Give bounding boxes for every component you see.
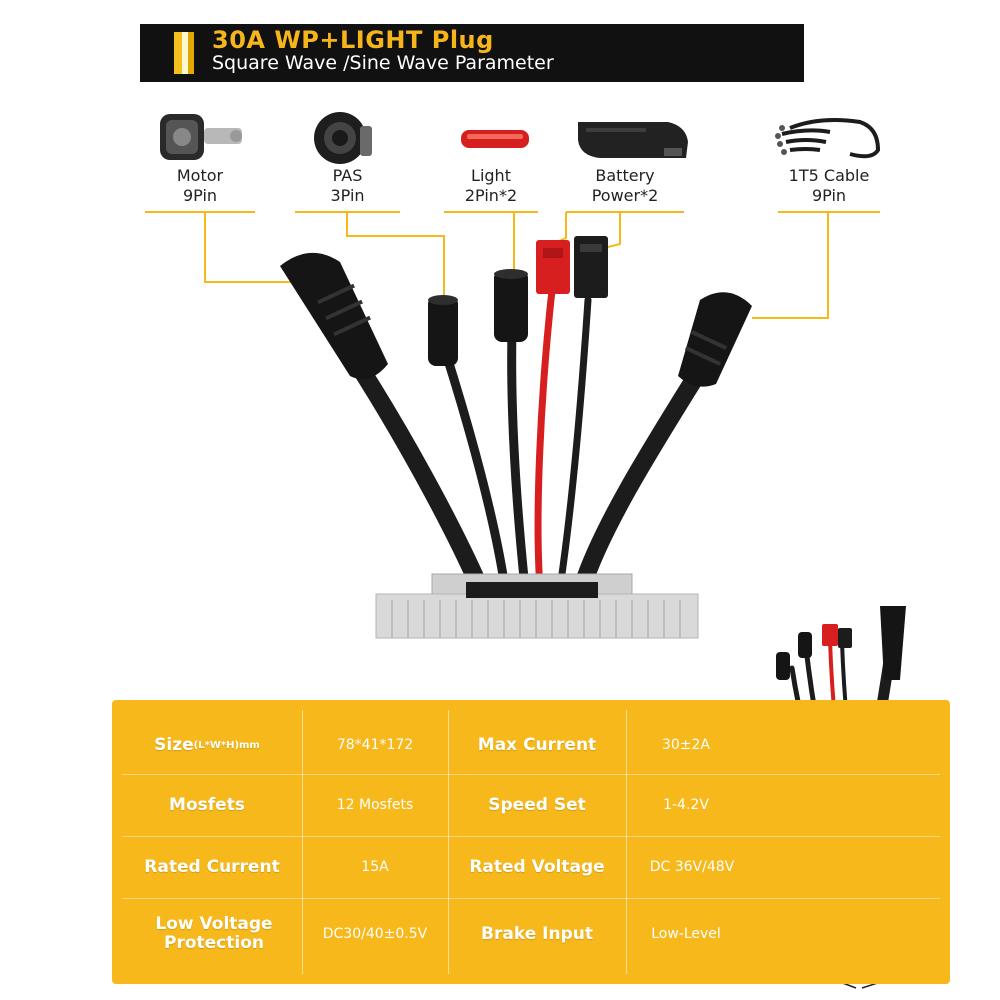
spec-label-brake-input: Brake Input (481, 923, 593, 944)
spec-label-size: Size(L*W*H)mm (154, 734, 260, 755)
spec-value-rated-current: 15A (361, 859, 389, 875)
spec-value-max-current: 30±2A (661, 737, 711, 753)
spec-label-low-voltage-protection: Low Voltage Protection (155, 914, 273, 953)
spec-value-size: 78*41*172 (336, 737, 414, 753)
spec-table: Size(L*W*H)mm 78*41*172 Max Current 30±2… (112, 700, 950, 984)
component-label-motor: Motor 9Pin (176, 166, 224, 205)
battery-plug-red (536, 240, 570, 294)
motor-icon (160, 114, 242, 160)
cable-icon (775, 118, 881, 159)
spec-value-rated-voltage: DC 36V/48V (649, 859, 735, 875)
header-banner: 30A WP+LIGHT Plug Square Wave /Sine Wave… (140, 24, 804, 82)
battery-icon (578, 122, 688, 158)
spec-value-mosfets: 12 Mosfets (336, 797, 414, 813)
pas-sensor-icon (314, 112, 372, 164)
component-label-battery: Battery Power*2 (591, 166, 659, 205)
spec-value-low-voltage-protection: DC30/40±0.5V (322, 926, 428, 942)
component-label-cable: 1T5 Cable 9Pin (788, 166, 870, 205)
battery-plug-black (574, 236, 608, 298)
banner-stripe (174, 32, 194, 74)
spec-label-rated-voltage: Rated Voltage (469, 856, 605, 877)
callout-lines (145, 211, 880, 319)
cables (346, 286, 709, 597)
pas-connector (428, 295, 458, 366)
component-label-pas: PAS 3Pin (330, 166, 365, 205)
cable-connector (678, 292, 752, 387)
light-connector (494, 269, 528, 342)
light-icon (461, 130, 529, 148)
spec-value-speed-set: 1-4.2V (663, 797, 709, 813)
motor-connector (280, 252, 388, 380)
spec-label-speed-set: Speed Set (488, 794, 586, 815)
spec-label-mosfets: Mosfets (169, 794, 245, 815)
spec-label-max-current: Max Current (477, 734, 597, 755)
banner-title: 30A WP+LIGHT Plug (212, 26, 494, 54)
controller-body (375, 573, 699, 639)
spec-value-brake-input: Low-Level (651, 926, 721, 942)
banner-subtitle: Square Wave /Sine Wave Parameter (212, 52, 554, 74)
component-label-light: Light 2Pin*2 (464, 166, 518, 205)
spec-label-rated-current: Rated Current (144, 856, 280, 877)
